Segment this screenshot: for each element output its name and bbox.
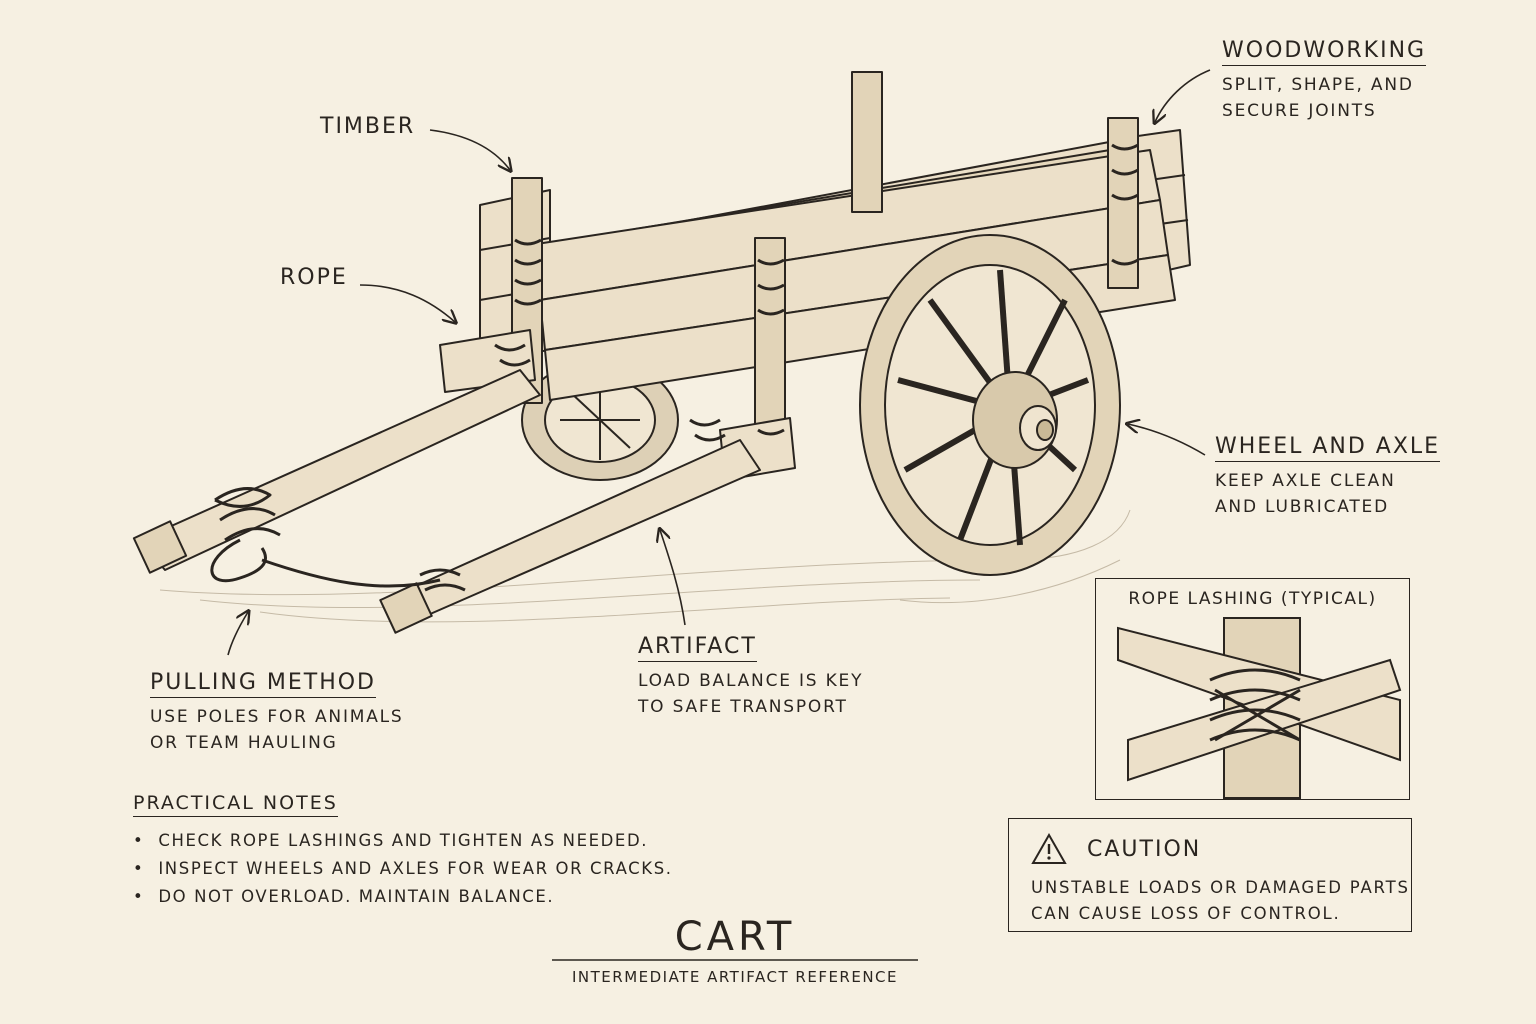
- label-pulling-method: PULLING METHOD USE POLES FOR ANIMALS OR …: [150, 670, 404, 756]
- artifact-line-2: TO SAFE TRANSPORT: [638, 697, 848, 717]
- pulling-line-1: USE POLES FOR ANIMALS: [150, 707, 404, 727]
- caution-box: CAUTION UNSTABLE LOADS OR DAMAGED PARTS …: [1008, 818, 1412, 932]
- arrow-timber: [429, 129, 510, 170]
- label-artifact: ARTIFACT LOAD BALANCE IS KEY TO SAFE TRA…: [638, 634, 863, 720]
- artifact-title: ARTIFACT: [638, 634, 757, 662]
- arrow-woodworking: [1155, 69, 1211, 122]
- axle-end: [1036, 419, 1054, 441]
- note-item: CHECK ROPE LASHINGS AND TIGHTEN AS NEEDE…: [133, 827, 673, 855]
- cart-body: [132, 71, 1191, 634]
- artifact-desc: LOAD BALANCE IS KEY TO SAFE TRANSPORT: [638, 668, 863, 720]
- label-rope: ROPE: [280, 265, 348, 290]
- warning-triangle-icon: [1031, 833, 1067, 864]
- woodworking-line-2: SECURE JOINTS: [1222, 101, 1377, 121]
- notes-title: PRACTICAL NOTES: [133, 792, 338, 817]
- pull-rope: [210, 487, 466, 592]
- woodworking-line-1: SPLIT, SHAPE, AND: [1222, 75, 1414, 95]
- rope-lashing-inset-drawing: [1117, 617, 1402, 799]
- rope-lashing-inset: ROPE LASHING (TYPICAL): [1095, 578, 1410, 800]
- label-wheel-axle: WHEEL AND AXLE KEEP AXLE CLEAN AND LUBRI…: [1215, 434, 1441, 520]
- inset-title: ROPE LASHING (TYPICAL): [1128, 589, 1377, 609]
- woodworking-desc: SPLIT, SHAPE, AND SECURE JOINTS: [1222, 72, 1426, 124]
- left-shaft: [139, 369, 541, 571]
- note-item: DO NOT OVERLOAD. MAINTAIN BALANCE.: [133, 883, 673, 911]
- rope-lashings: [494, 143, 1139, 442]
- ground-shadow: [159, 509, 1131, 623]
- pulling-title: PULLING METHOD: [150, 670, 376, 698]
- wheel-axle-title: WHEEL AND AXLE: [1215, 434, 1441, 462]
- practical-notes: PRACTICAL NOTES CHECK ROPE LASHINGS AND …: [133, 792, 673, 911]
- footer-subtitle: INTERMEDIATE ARTIFACT REFERENCE: [571, 968, 898, 986]
- arrow-rope: [359, 284, 455, 322]
- wheel-axle-line-1: KEEP AXLE CLEAN: [1215, 471, 1396, 491]
- wheel-axle-line-2: AND LUBRICATED: [1215, 497, 1389, 517]
- artifact-line-1: LOAD BALANCE IS KEY: [638, 671, 864, 691]
- woodworking-title: WOODWORKING: [1222, 38, 1427, 66]
- note-item: INSPECT WHEELS AND AXLES FOR WEAR OR CRA…: [133, 855, 673, 883]
- pulling-line-2: OR TEAM HAULING: [150, 733, 338, 753]
- label-woodworking: WOODWORKING SPLIT, SHAPE, AND SECURE JOI…: [1222, 38, 1427, 124]
- wheel-axle-desc: KEEP AXLE CLEAN AND LUBRICATED: [1215, 468, 1440, 520]
- arrow-pulling: [227, 612, 248, 656]
- arrow-artifact: [660, 530, 686, 626]
- callout-arrows: [227, 69, 1211, 656]
- caution-line-1: UNSTABLE LOADS OR DAMAGED PARTS: [1031, 878, 1410, 897]
- post-back: [851, 71, 883, 213]
- label-timber: TIMBER: [320, 114, 416, 139]
- notes-list: CHECK ROPE LASHINGS AND TIGHTEN AS NEEDE…: [133, 827, 673, 911]
- caution-header: CAUTION: [1031, 833, 1201, 865]
- caution-line-2: CAN CAUSE LOSS OF CONTROL.: [1031, 904, 1341, 923]
- pulling-desc: USE POLES FOR ANIMALS OR TEAM HAULING: [150, 704, 404, 756]
- caution-desc: UNSTABLE LOADS OR DAMAGED PARTS CAN CAUS…: [1031, 875, 1410, 927]
- arrow-wheel-axle: [1128, 424, 1206, 456]
- caution-title: CAUTION: [1087, 836, 1202, 862]
- footer-title: CART: [674, 914, 796, 960]
